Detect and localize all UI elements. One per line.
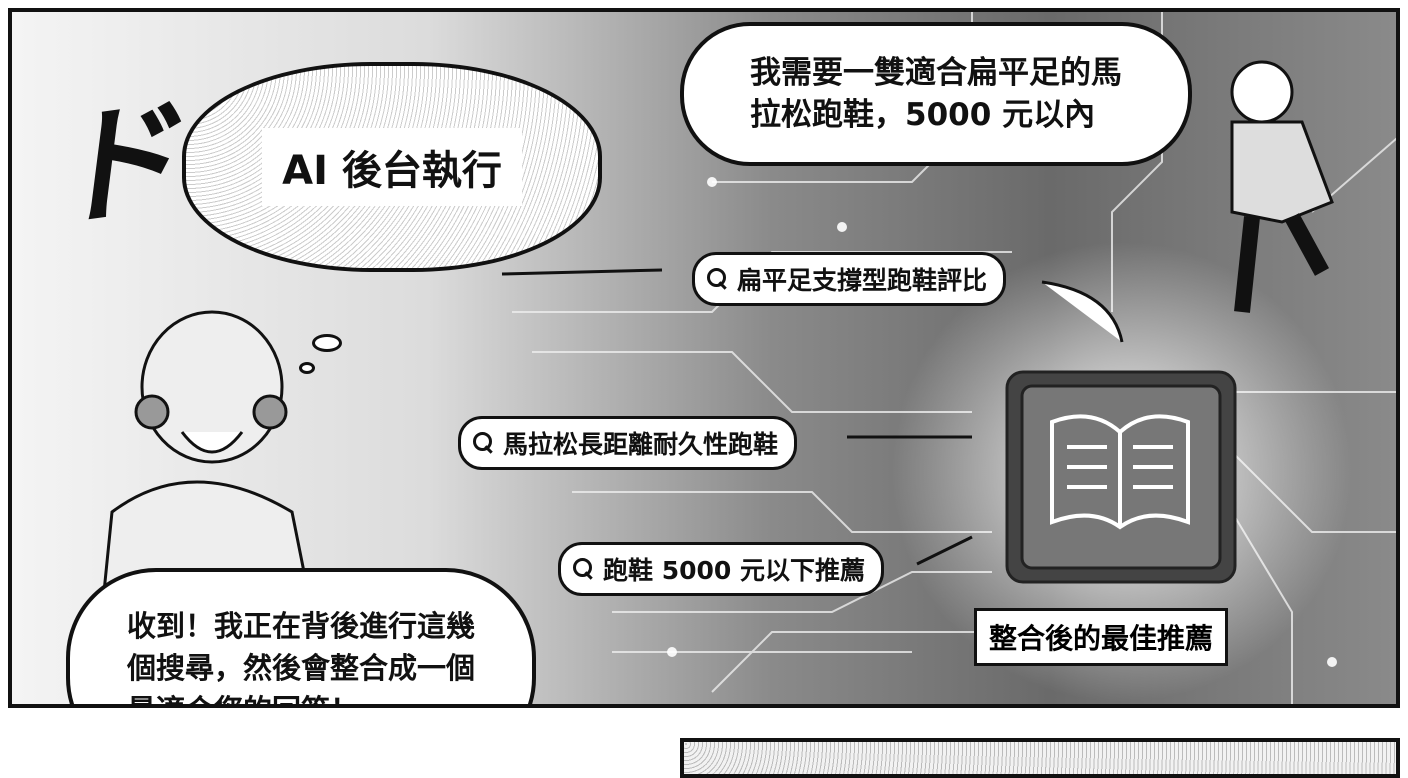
chip-label: 整合後的最佳推薦: [974, 608, 1229, 666]
arrows: [501, 268, 1124, 566]
search-query-2: 馬拉松長距離耐久性跑鞋: [458, 416, 798, 470]
robot-line-1: 收到！我正在背後進行這幾: [126, 609, 475, 643]
user-line-2: 拉松跑鞋，5000 元以內: [750, 97, 1096, 133]
search-text: 跑鞋 5000 元以下推薦: [603, 556, 865, 585]
robot-line-2: 個搜尋，然後會整合成一個: [126, 651, 475, 685]
robot-line-3: 最適合您的回答！: [127, 689, 475, 704]
search-query-1: 扁平足支撐型跑鞋評比: [692, 252, 1007, 306]
thought-dot: [299, 362, 315, 374]
search-query-3: 跑鞋 5000 元以下推薦: [558, 542, 884, 596]
comic-panel: ドッ AI 後台執行 我需要一雙適合扁平足的馬拉松跑鞋，5000 元以內 扁平足…: [8, 8, 1400, 708]
thought-dot: [312, 334, 342, 352]
search-icon: [473, 432, 495, 454]
thought-bubble: AI 後台執行: [182, 62, 602, 272]
search-icon: [573, 558, 595, 580]
open-book-icon: [1050, 414, 1190, 530]
thought-text: AI 後台執行: [262, 128, 522, 206]
search-text: 馬拉松長距離耐久性跑鞋: [503, 430, 779, 459]
search-text: 扁平足支撐型跑鞋評比: [737, 266, 988, 295]
ai-chip: [1005, 370, 1237, 584]
runner-illustration: [1230, 60, 1334, 313]
user-speech-bubble: 我需要一雙適合扁平足的馬拉松跑鞋，5000 元以內: [680, 22, 1192, 166]
next-comic-panel: [680, 738, 1400, 778]
user-line-1: 我需要一雙適合扁平足的馬: [750, 55, 1122, 91]
search-icon: [707, 268, 729, 290]
